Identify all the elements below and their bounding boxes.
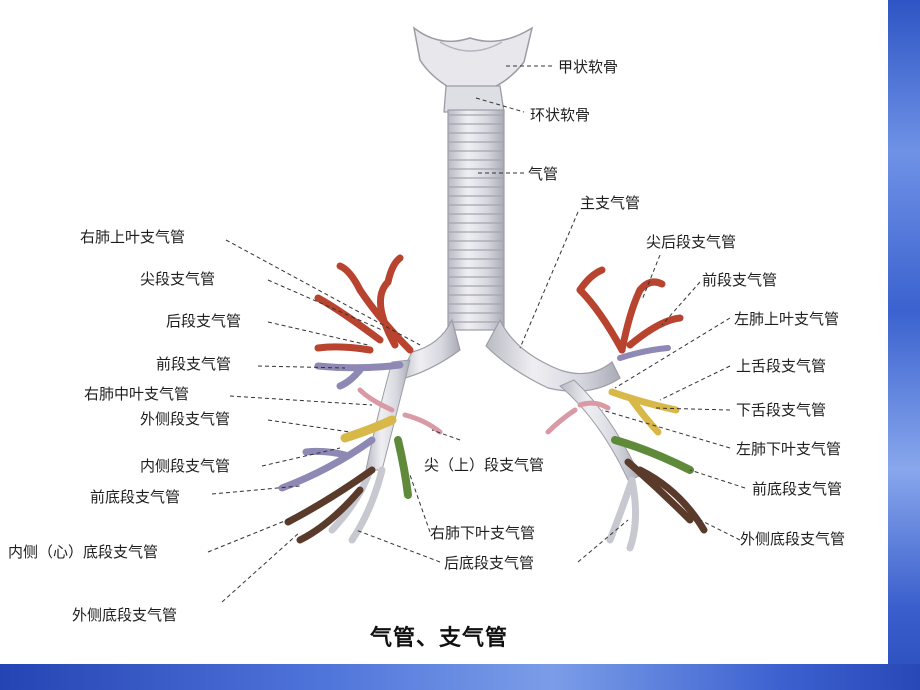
label-superior-lingular: 上舌段支气管 bbox=[736, 357, 827, 375]
label-left-lower-lobe-bronchus: 左肺下叶支气管 bbox=[736, 440, 842, 458]
label-superior-segment: 尖（上）段支气管 bbox=[424, 456, 545, 474]
label-apicoposterior-segment: 尖后段支气管 bbox=[646, 233, 737, 251]
label-main-bronchus: 主支气管 bbox=[580, 194, 641, 212]
label-apical-segment: 尖段支气管 bbox=[140, 270, 216, 288]
label-cricoid-cartilage: 环状软骨 bbox=[530, 106, 591, 124]
left-main-bronchus bbox=[485, 318, 621, 392]
label-right-upper-lobe-bronchus: 右肺上叶支气管 bbox=[80, 228, 186, 246]
label-posterior-segment: 后段支气管 bbox=[166, 312, 242, 330]
label-lateral-basal-left: 外侧底段支气管 bbox=[740, 530, 846, 548]
label-right-middle-lobe-bronchus: 右肺中叶支气管 bbox=[84, 385, 190, 403]
thyroid-cartilage bbox=[412, 26, 534, 89]
label-anterior-basal-right: 前底段支气管 bbox=[90, 488, 181, 506]
leader-lines bbox=[207, 65, 746, 603]
label-thyroid-cartilage: 甲状软骨 bbox=[558, 58, 619, 76]
label-anterior-segment-left: 前段支气管 bbox=[702, 271, 778, 289]
slide-bottom-border bbox=[0, 664, 920, 690]
bronchial-tree-illustration bbox=[278, 26, 708, 552]
label-posterior-basal: 后底段支气管 bbox=[444, 554, 535, 572]
right-posterior-basal bbox=[394, 436, 412, 499]
slide-right-border bbox=[888, 0, 920, 690]
label-lateral-segment: 外侧段支气管 bbox=[140, 410, 231, 428]
label-inferior-lingular: 下舌段支气管 bbox=[736, 401, 827, 419]
label-right-lower-lobe-bronchus: 右肺下叶支气管 bbox=[430, 524, 536, 542]
label-medial-segment: 内侧段支气管 bbox=[140, 457, 231, 475]
label-anterior-basal-left: 前底段支气管 bbox=[752, 480, 843, 498]
left-posterior-basal bbox=[611, 436, 694, 474]
label-trachea: 气管 bbox=[528, 165, 559, 183]
label-lateral-basal-right: 外侧底段支气管 bbox=[72, 606, 178, 624]
left-upper-lobe-segments bbox=[576, 266, 684, 354]
figure-caption: 气管、支气管 bbox=[370, 626, 509, 651]
right-upper-lobe-segments bbox=[314, 254, 414, 354]
right-middle-lobe bbox=[340, 415, 397, 443]
label-left-upper-lobe-bronchus: 左肺上叶支气管 bbox=[734, 310, 840, 328]
label-anterior-segment-right: 前段支气管 bbox=[156, 355, 232, 373]
label-medial-cardiac-basal: 内侧（心）底段支气管 bbox=[8, 543, 159, 561]
